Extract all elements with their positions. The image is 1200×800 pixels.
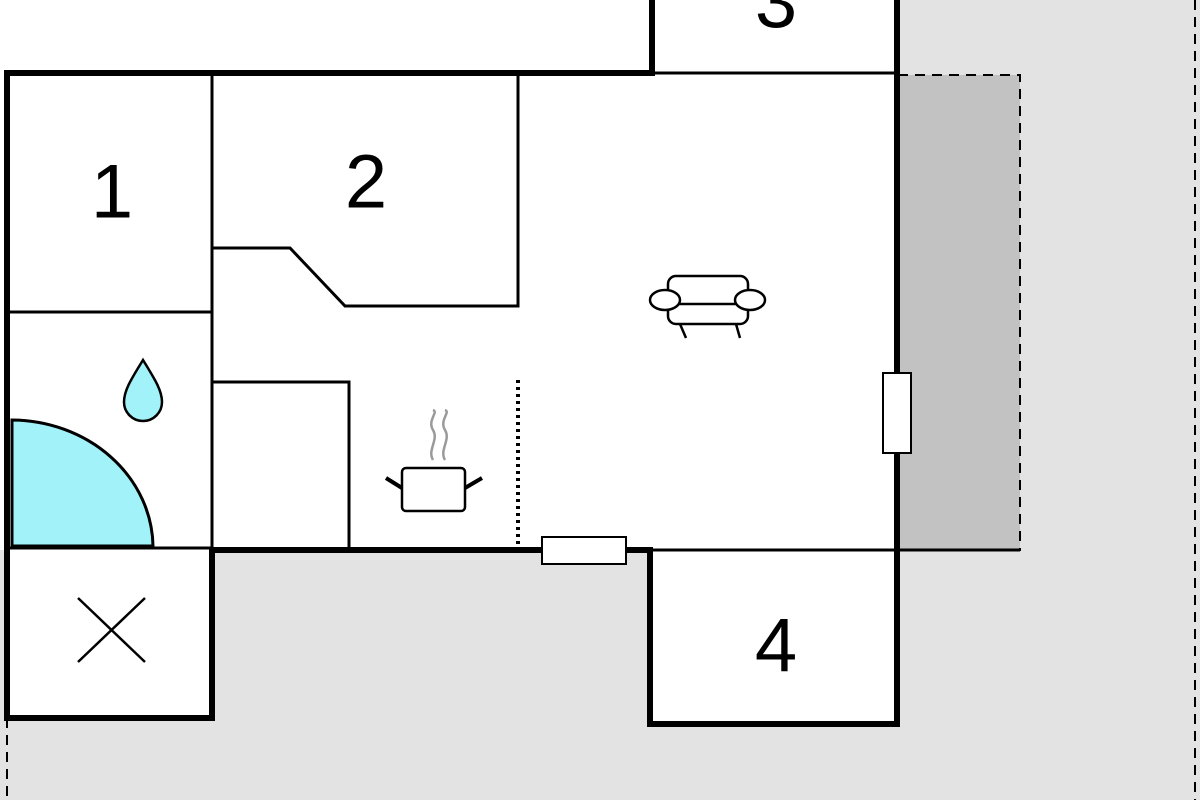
- cross-mark-icon: [77, 597, 146, 663]
- exterior-wall-east: [625, 0, 900, 727]
- wall-room-2: [212, 75, 520, 308]
- room-4-label: 4: [755, 604, 797, 689]
- water-drop-icon: [122, 357, 164, 423]
- room-3-fill: [652, 0, 897, 75]
- room-2-label: 2: [345, 140, 387, 225]
- shower-tray-icon: [10, 418, 155, 548]
- cooking-pot-icon: [384, 408, 484, 513]
- wall-closet: [212, 380, 351, 550]
- window-south: [541, 536, 627, 565]
- room-1-label: 1: [91, 150, 133, 235]
- window-east: [882, 372, 912, 454]
- room-3-label: 3: [755, 0, 797, 45]
- storage-fill: [7, 550, 212, 718]
- room-4-fill: [650, 550, 897, 724]
- terrace: [897, 74, 1021, 551]
- interior-walls: [7, 71, 1020, 552]
- sofa-icon: [648, 274, 767, 339]
